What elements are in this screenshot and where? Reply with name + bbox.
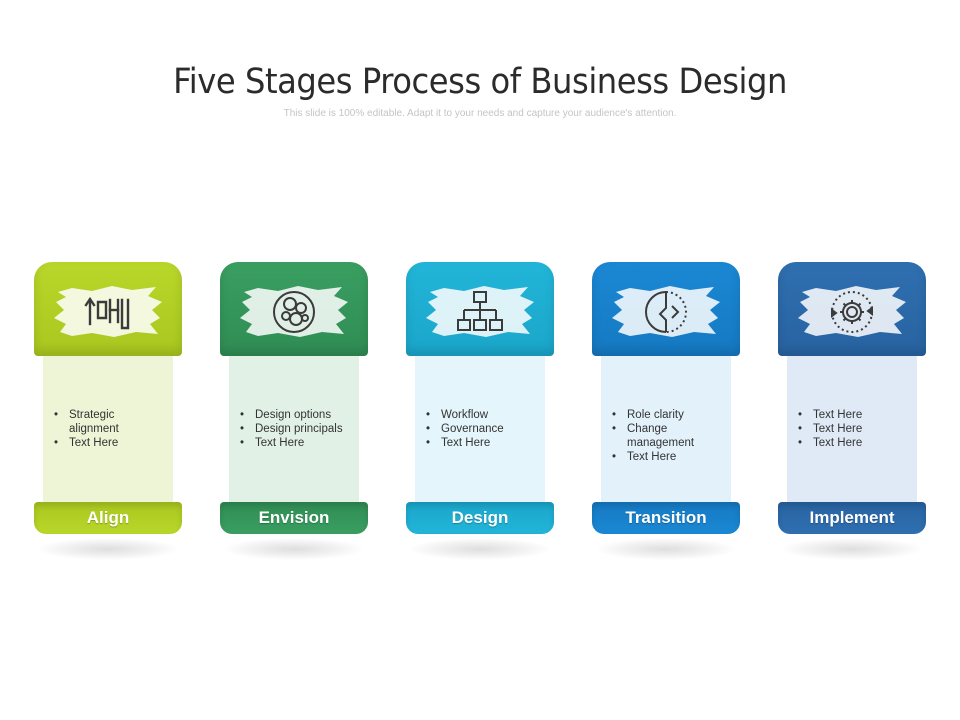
bullet-list: Role clarity Change management Text Here bbox=[601, 408, 731, 464]
list-item: Strategic alignment bbox=[54, 408, 167, 436]
slide-subtitle: This slide is 100% editable. Adapt it to… bbox=[283, 108, 677, 119]
list-item: Workflow bbox=[426, 408, 539, 422]
list-item: Design principals bbox=[240, 422, 353, 436]
card-shadow bbox=[38, 538, 178, 560]
gear-cycle-icon bbox=[831, 291, 873, 333]
list-item: Role clarity bbox=[612, 408, 725, 422]
stage-label: Transition bbox=[592, 502, 740, 534]
stage-card-align: Strategic alignment Text Here Align bbox=[34, 262, 182, 560]
stage-card-transition: Role clarity Change management Text Here… bbox=[592, 262, 740, 560]
hierarchy-chart-icon bbox=[457, 291, 503, 331]
bullet-list: Text Here Text Here Text Here bbox=[787, 408, 917, 450]
list-item: Governance bbox=[426, 422, 539, 436]
stage-label: Design bbox=[406, 502, 554, 534]
list-item: Text Here bbox=[798, 436, 911, 450]
list-item: Change management bbox=[612, 422, 725, 450]
brush-stroke bbox=[612, 286, 720, 337]
stage-label: Align bbox=[34, 502, 182, 534]
stage-panel: Strategic alignment Text Here bbox=[43, 356, 173, 502]
brush-stroke bbox=[54, 286, 162, 337]
transition-circle-icon bbox=[645, 291, 687, 333]
list-item: Design options bbox=[240, 408, 353, 422]
card-shadow bbox=[224, 538, 364, 560]
alignment-bars-icon bbox=[84, 296, 130, 330]
list-item: Text Here bbox=[54, 436, 167, 450]
stage-panel: Text Here Text Here Text Here bbox=[787, 356, 917, 502]
stage-panel: Design options Design principals Text He… bbox=[229, 356, 359, 502]
stage-panel: Role clarity Change management Text Here bbox=[601, 356, 731, 502]
list-item: Text Here bbox=[798, 408, 911, 422]
stage-card-implement: Text Here Text Here Text Here Implement bbox=[778, 262, 926, 560]
stage-label: Implement bbox=[778, 502, 926, 534]
bullet-list: Design options Design principals Text He… bbox=[229, 408, 359, 450]
circles-idea-icon bbox=[273, 291, 315, 333]
stage-label: Envision bbox=[220, 502, 368, 534]
list-item: Text Here bbox=[612, 450, 725, 464]
card-shadow bbox=[596, 538, 736, 560]
bullet-list: Workflow Governance Text Here bbox=[415, 408, 545, 450]
list-item: Text Here bbox=[426, 436, 539, 450]
card-shadow bbox=[782, 538, 922, 560]
card-shadow bbox=[410, 538, 550, 560]
stage-card-envision: Design options Design principals Text He… bbox=[220, 262, 368, 560]
brush-stroke bbox=[240, 286, 348, 337]
list-item: Text Here bbox=[240, 436, 353, 450]
list-item: Text Here bbox=[798, 422, 911, 436]
stage-card-design: Workflow Governance Text Here Design bbox=[406, 262, 554, 560]
bullet-list: Strategic alignment Text Here bbox=[43, 408, 173, 450]
stage-panel: Workflow Governance Text Here bbox=[415, 356, 545, 502]
slide-title: Five Stages Process of Business Design bbox=[173, 62, 787, 102]
brush-stroke bbox=[798, 286, 906, 337]
